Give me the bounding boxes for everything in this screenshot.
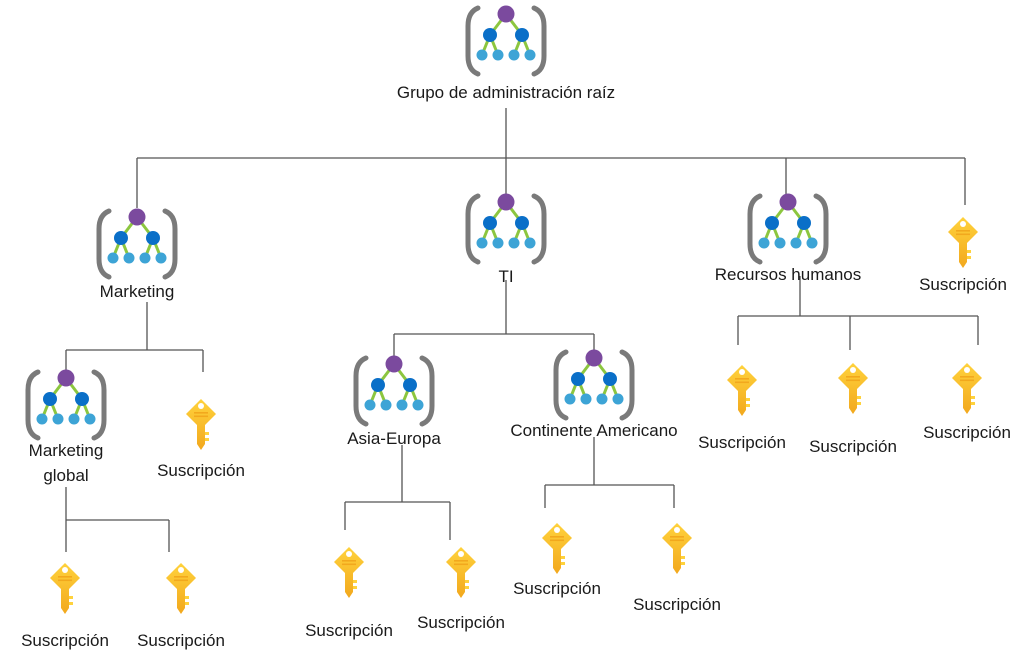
node-label: Suscripción (157, 461, 245, 480)
management-group-asia-europa[interactable]: Asia-Europa (314, 352, 474, 449)
connector-asia (344, 445, 451, 540)
connector-marketing (65, 302, 204, 372)
node-label: Suscripción (633, 595, 721, 614)
key-icon (946, 216, 980, 270)
key-icon (444, 546, 478, 600)
key-icon (660, 522, 694, 576)
node-label: Marketing (99, 282, 175, 301)
node-label: Suscripción (698, 433, 786, 452)
node-label: Suscripción (137, 631, 225, 650)
node-label: Recursos humanos (714, 265, 862, 284)
connector-rrhh (737, 276, 979, 350)
management-group-icon (746, 190, 830, 268)
node-label: TI (498, 267, 514, 286)
subscription-america-2[interactable]: Suscripción (612, 522, 742, 615)
key-icon (725, 364, 759, 418)
management-group-marketing-global[interactable]: Marketing global (0, 366, 136, 486)
management-group-icon (464, 2, 548, 80)
management-group-icon (464, 190, 548, 268)
subscription-rrhh-1[interactable]: Suscripción (677, 364, 807, 453)
node-label: Continente Americano (510, 421, 678, 440)
subscription-rrhh-3[interactable]: Suscripción (902, 362, 1024, 443)
subscription-marketing[interactable]: Suscripción (136, 398, 266, 481)
subscription-asia-2[interactable]: Suscripción (396, 546, 526, 633)
management-group-ti[interactable]: TI (426, 190, 586, 287)
key-icon (950, 362, 984, 416)
management-group-icon (95, 205, 179, 283)
management-group-root[interactable]: Grupo de administración raíz (376, 2, 636, 103)
connector-root (136, 108, 966, 208)
node-label: Suscripción (417, 613, 505, 632)
node-label: Grupo de administración raíz (396, 83, 616, 102)
node-label: Asia-Europa (347, 429, 441, 448)
subscription-asia-1[interactable]: Suscripción (284, 546, 414, 641)
key-icon (836, 362, 870, 416)
management-group-icon (24, 366, 108, 444)
key-icon (164, 562, 198, 616)
connector-america (544, 437, 675, 508)
subscription-marketing-global-2[interactable]: Suscripción (116, 562, 246, 651)
node-label: Suscripción (919, 275, 1007, 294)
node-label-line1: Marketing (28, 441, 104, 460)
subscription-america-1[interactable]: Suscripción (492, 522, 622, 599)
connector-ti (393, 280, 595, 356)
key-icon (48, 562, 82, 616)
management-group-recursos-humanos[interactable]: Recursos humanos (688, 190, 888, 285)
node-label: Suscripción (21, 631, 109, 650)
key-icon (184, 398, 218, 452)
node-label: Suscripción (305, 621, 393, 640)
subscription-rrhh-2[interactable]: Suscripción (788, 362, 918, 457)
node-label-line2: global (43, 466, 89, 485)
key-icon (332, 546, 366, 600)
node-label: Suscripción (809, 437, 897, 456)
node-label: Suscripción (923, 423, 1011, 442)
subscription-marketing-global-1[interactable]: Suscripción (0, 562, 130, 651)
node-label: Suscripción (513, 579, 601, 598)
management-group-icon (352, 352, 436, 430)
management-group-icon (552, 346, 636, 424)
management-group-continente-americano[interactable]: Continente Americano (474, 346, 714, 441)
key-icon (540, 522, 574, 576)
subscription-root[interactable]: Suscripción (898, 216, 1024, 295)
management-group-marketing[interactable]: Marketing (57, 205, 217, 302)
connector-marketing-global (65, 487, 170, 552)
